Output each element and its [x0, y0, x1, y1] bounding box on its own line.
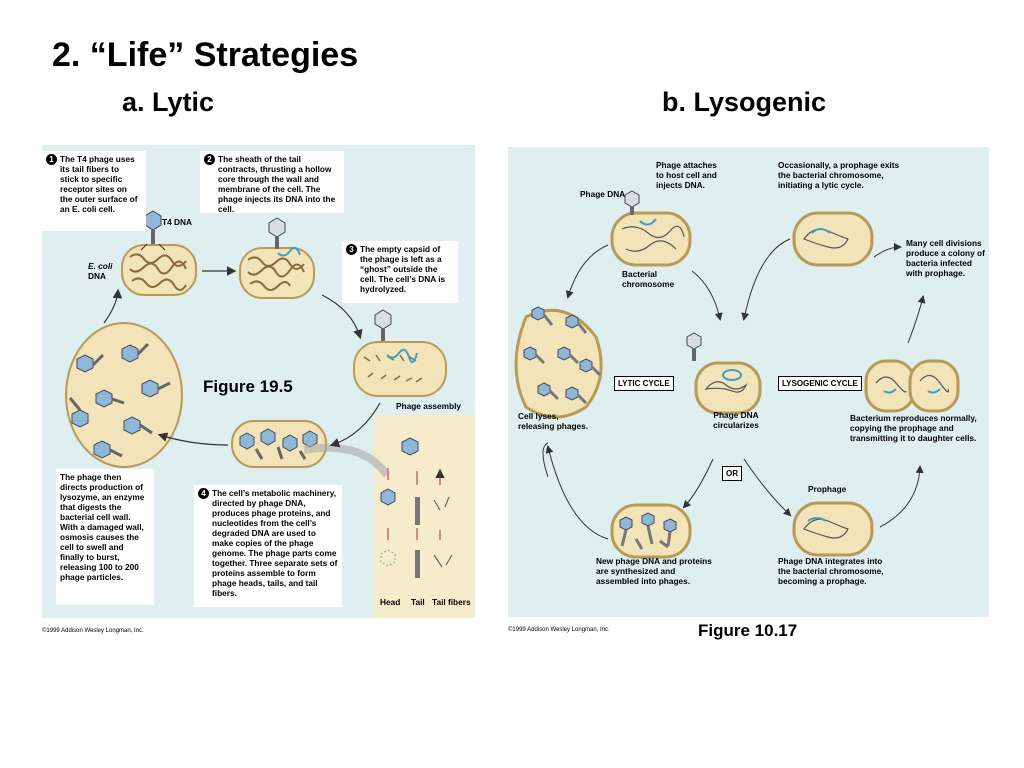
label-prophage-exits: Occasionally, a prophage exits the bacte… — [778, 160, 900, 190]
lytic-diagram-art — [65, 210, 474, 618]
exit-cell — [792, 211, 874, 267]
subtitle-lysogenic: b. Lysogenic — [662, 87, 827, 117]
label-cell-lyses: Cell lyses, releasing phages. — [518, 411, 589, 431]
label-t4-dna: T4 DNA — [162, 217, 192, 227]
t4-phage-icon — [144, 210, 162, 231]
dividing-cell-a — [864, 359, 916, 413]
phage-assembly-box — [374, 415, 474, 618]
label-reproduces: Bacterium reproduces normally, copying t… — [850, 413, 977, 443]
label-prophage: Prophage — [808, 484, 847, 494]
figure-caption-lysogenic: Figure 10.17 — [698, 621, 798, 640]
step5-text: The phage then directs production of lys… — [56, 469, 154, 605]
center-cell — [694, 361, 762, 415]
subtitle-lytic: a. Lytic — [122, 87, 215, 117]
label-bacterial-chromosome: Bacterial chromosome — [622, 269, 675, 289]
label-tail: Tail — [411, 597, 425, 607]
hydrolyzed-cell — [353, 341, 447, 397]
copyright-lytic: ©1999 Addison Wesley Longman, Inc. — [42, 628, 144, 634]
dividing-cell-b — [908, 359, 960, 413]
lytic-cycle-box: LYTIC CYCLE — [614, 376, 674, 391]
prophage-cell — [792, 501, 874, 557]
label-ecoli: E. coli — [88, 261, 113, 271]
label-attach: Phage attaches to host cell and injects … — [656, 160, 717, 190]
lysogenic-figure-panel: Phage attaches to host cell and injects … — [508, 147, 989, 617]
copyright-lysogenic: ©1999 Addison Wesley Longman, Inc. — [508, 627, 610, 633]
burst-cell — [65, 322, 183, 468]
label-phage-dna: Phage DNA — [580, 189, 626, 199]
label-ecoli-dna: DNA — [88, 271, 106, 281]
synthesis-cell — [610, 503, 692, 559]
lysogenic-diagram-art — [514, 190, 960, 559]
label-integrates: Phage DNA integrates into the bacterial … — [778, 556, 884, 586]
label-phage-assembly: Phage assembly — [396, 401, 462, 411]
figure-caption-lytic: Figure 19.5 — [203, 377, 293, 396]
label-cell-divisions: Many cell divisions produce a colony of … — [906, 238, 985, 278]
or-box: OR — [722, 466, 742, 481]
label-new-dna: New phage DNA and proteins are synthesiz… — [596, 556, 712, 586]
label-head: Head — [380, 597, 401, 607]
attach-cell — [610, 211, 692, 267]
label-circularizes: Phage DNA circularizes — [713, 410, 759, 430]
lysogenic-cycle-box: LYSOGENIC CYCLE — [778, 376, 862, 391]
label-tail-fibers: Tail fibers — [432, 597, 471, 607]
slide-title: 2. “Life” Strategies — [52, 36, 359, 74]
